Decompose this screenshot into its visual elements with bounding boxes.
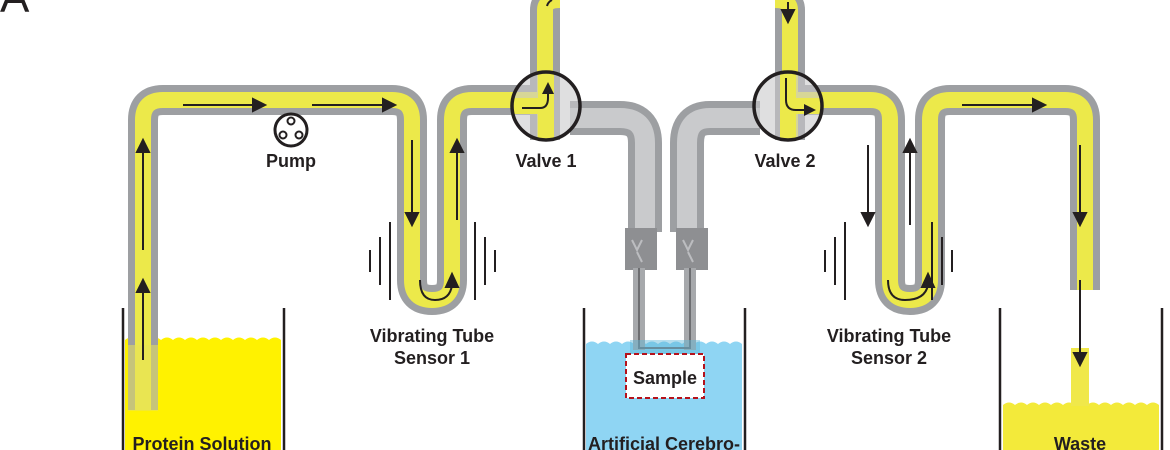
valve-2-label: Valve 2: [754, 151, 815, 171]
valve-2-icon: [752, 70, 824, 142]
sample-loop-tubing: [570, 101, 760, 354]
sensor-1-label-line2: Sensor 1: [394, 348, 470, 368]
sensor-1-label-line1: Vibrating Tube: [370, 326, 494, 346]
valve-1-icon: [510, 70, 582, 142]
sensor-2-label-line1: Vibrating Tube: [827, 326, 951, 346]
valve-1-label: Valve 1: [515, 151, 576, 171]
pump-label: Pump: [266, 151, 316, 171]
sample-label: Sample: [633, 368, 697, 388]
protein-solution-beaker: Protein Solution: [121, 308, 286, 450]
protein-solution-label: Protein Solution: [133, 434, 272, 450]
sensor-2-label-line2: Sensor 2: [851, 348, 927, 368]
pump: Pump: [266, 112, 316, 171]
waste-fluid: [1003, 402, 1159, 450]
flow-arrows: [135, 0, 1088, 368]
acsf-label: Artificial Cerebro-: [588, 434, 740, 450]
valve-2: Valve 2: [752, 70, 824, 171]
waste-label: Waste: [1054, 434, 1106, 450]
protein-solution-fluid: [125, 337, 281, 450]
sensor1-vibration-icon: [369, 222, 496, 300]
panel-label: A: [0, 0, 30, 22]
pump-icon: [273, 112, 309, 148]
sensor2-vibration-icon: [824, 222, 953, 300]
valve-1: Valve 1: [510, 70, 582, 171]
sample-chamber: Sample: [625, 353, 705, 399]
waste-beaker: Waste: [998, 308, 1164, 450]
